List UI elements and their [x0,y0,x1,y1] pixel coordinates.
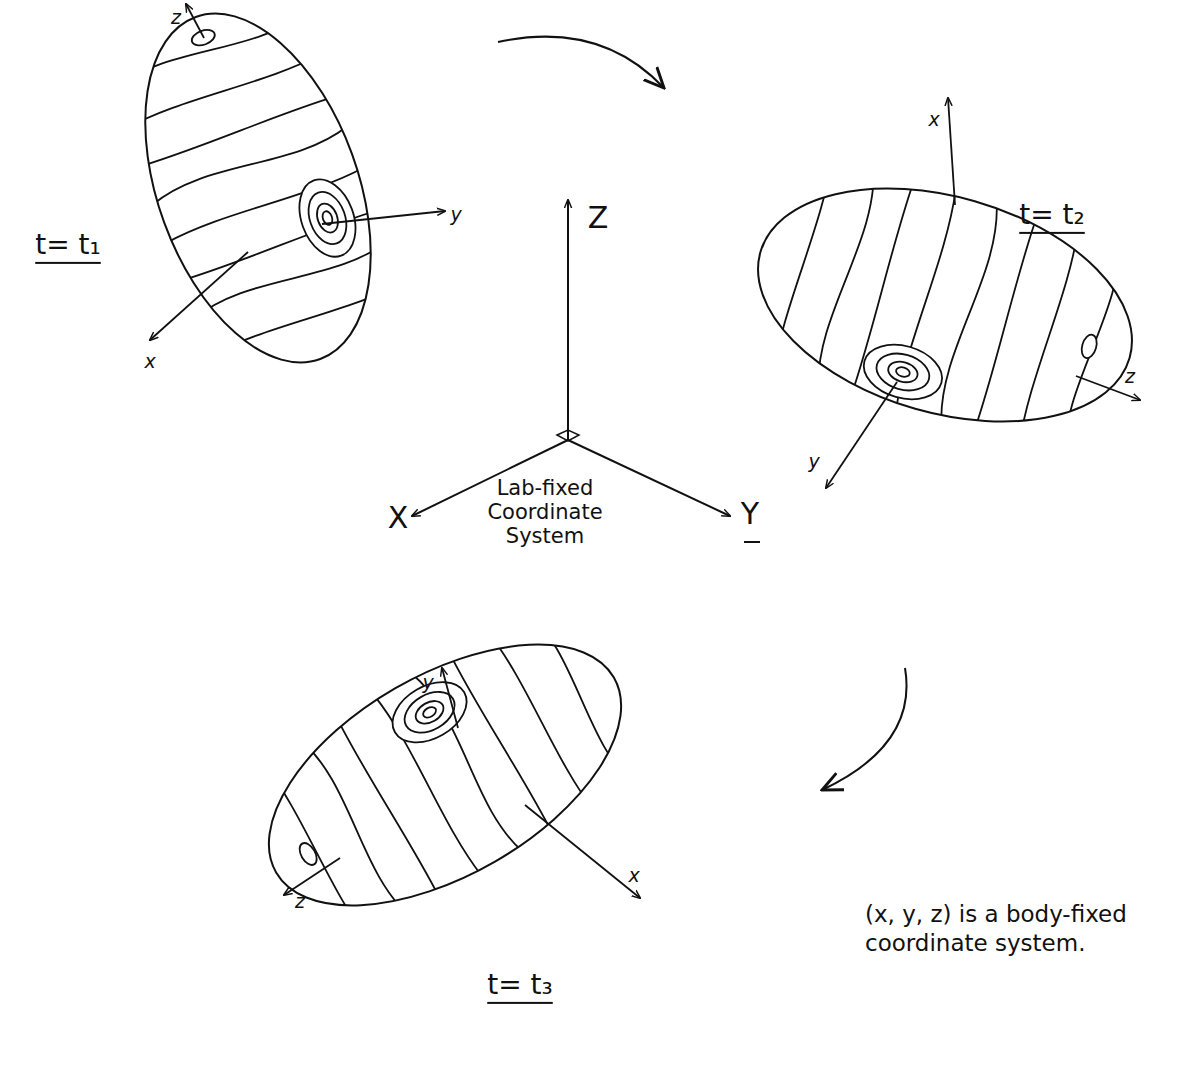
axis-label: Y [741,497,759,532]
note-text: (x, y, z) is a body-fixed coordinate sys… [865,900,1165,958]
body-axis [284,858,340,895]
axis-label: x [144,351,155,373]
time-label: t= t₃ [487,969,553,1001]
body-axis [442,668,458,728]
axis-label: y [422,672,433,694]
axis-label: y [450,204,461,226]
axis-label: x [628,865,639,887]
axis-label: y [808,451,819,473]
axis-label: X [388,501,409,536]
ellipsoid [729,98,1160,488]
axis-caption: Lab-fixed Coordinate System [480,476,610,548]
body-axis [948,98,955,205]
axis-label: z [295,891,305,913]
ellipsoid [97,0,445,395]
axis-label: z [171,7,181,29]
axis-label: Z [588,201,609,236]
ellipsoid [224,587,667,964]
body-axis [186,4,204,38]
time-label: t= t₁ [35,229,101,261]
body-axis [322,211,445,224]
motion-arrows [498,37,907,790]
axis-label: z [1125,366,1135,388]
body-axis [150,252,248,340]
time-label: t= t₂ [1019,199,1085,231]
axis-label: x [928,109,939,131]
body-axis [826,382,897,488]
body-axis [525,805,640,898]
